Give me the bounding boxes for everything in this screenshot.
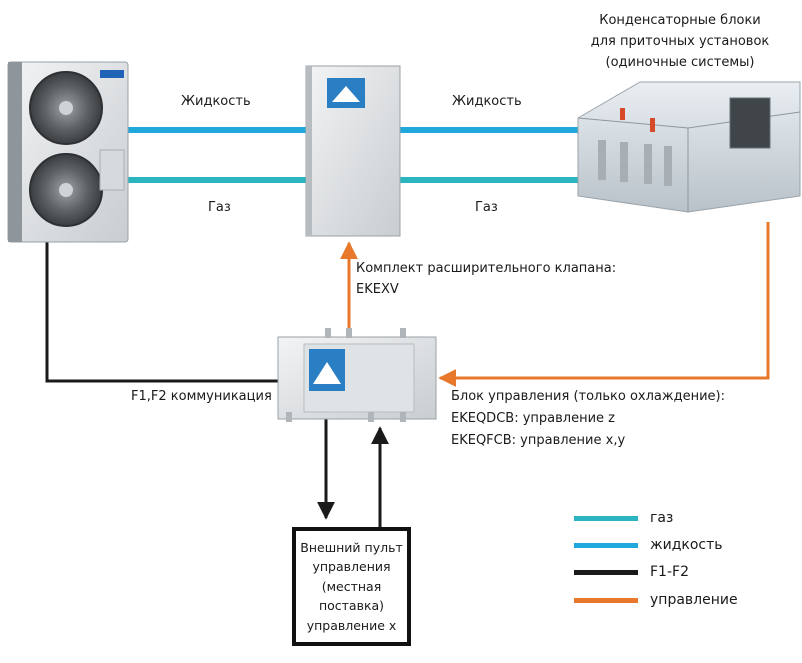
remote-line-3: (местная — [321, 578, 382, 594]
legend-swatch-f1f2 — [574, 569, 638, 575]
legend-swatch-gas — [574, 515, 638, 521]
f1f2-wire — [45, 240, 278, 383]
liquid-pipe-right — [400, 127, 578, 133]
gas-label-left: Газ — [208, 200, 231, 215]
control-line-ahu — [438, 222, 770, 387]
remote-line-4: поставка) — [318, 598, 385, 614]
gas-pipe-right — [400, 177, 578, 183]
outdoor-unit — [7, 61, 129, 243]
title-line-1: Конденсаторные блоки — [599, 13, 761, 28]
valve-kit-label: Комплект расширительного клапана: — [356, 261, 617, 276]
legend-item-liquid: жидкость — [574, 535, 723, 555]
legend-item-control: управление — [574, 590, 738, 610]
valve-kit-unit — [305, 65, 401, 237]
legend-swatch-control — [574, 597, 638, 603]
legend-label-f1f2: F1-F2 — [650, 564, 689, 580]
remote-line-1: Внешний пульт — [300, 539, 403, 555]
f1f2-label: F1,F2 коммуникация — [131, 389, 272, 404]
title-line-2: для приточных установок — [590, 34, 770, 49]
control-box-unit — [277, 328, 437, 422]
gas-pipe-left — [126, 177, 307, 183]
valve-kit-model: EKEXV — [356, 282, 399, 297]
remote-line-5: управление x — [306, 617, 397, 633]
title-line-3: (одиночные системы) — [605, 55, 755, 70]
legend-item-gas: газ — [574, 508, 673, 528]
liquid-pipe-left — [126, 127, 307, 133]
control-box-label: Блок управления (только охлаждение): — [451, 389, 725, 404]
air-handling-unit — [577, 81, 801, 213]
remote-line-2: управления — [312, 559, 391, 575]
control-box-model-z: EKEQDCB: управление z — [451, 411, 615, 426]
legend-swatch-liquid — [574, 542, 638, 548]
gas-label-right: Газ — [475, 200, 498, 215]
legend-label-gas: газ — [650, 510, 674, 526]
remote-controller-box: Внешний пульт управления (местная постав… — [292, 527, 411, 646]
liquid-label-left: Жидкость — [181, 94, 251, 109]
control-box-model-xy: EKEQFCB: управление x,y — [451, 433, 626, 448]
legend-label-liquid: жидкость — [650, 537, 723, 553]
liquid-label-right: Жидкость — [452, 94, 522, 109]
legend-label-control: управление — [650, 592, 738, 608]
legend-item-f1f2: F1-F2 — [574, 562, 689, 582]
